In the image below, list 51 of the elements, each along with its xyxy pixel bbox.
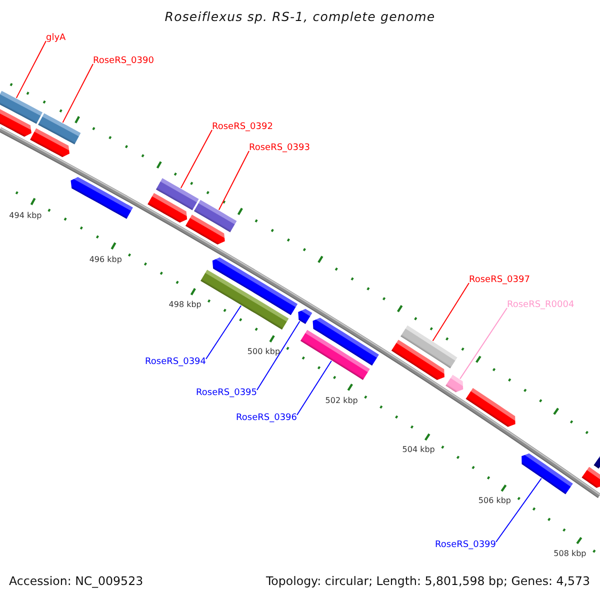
gene-bar <box>38 113 81 144</box>
leader-line <box>16 40 46 98</box>
gene-label: RoseRS_0397 <box>469 275 530 286</box>
genome-stats-note: Topology: circular; Length: 5,801,598 bp; Genes: 4,573 <box>266 574 590 588</box>
gene-label: RoseRS_0392 <box>212 122 273 133</box>
gene-label: RoseRS_0396 <box>236 413 297 424</box>
tick-label: 506 kbp <box>478 496 511 506</box>
pointed-gene-bar <box>148 192 188 223</box>
tick-label: 500 kbp <box>247 347 280 358</box>
pointed-gene-bar <box>446 374 464 392</box>
gene-bar <box>200 270 289 330</box>
accession-note: Accession: NC_009523 <box>9 574 144 588</box>
leader-line <box>218 150 250 210</box>
gene-bar <box>156 178 199 210</box>
leader-line <box>206 305 242 360</box>
tick-label: 498 kbp <box>168 300 202 310</box>
gene-label: RoseRS_R0004 <box>507 300 574 311</box>
leader-line <box>460 308 508 380</box>
gene-bar <box>0 90 43 124</box>
gene-label: RoseRS_0394 <box>145 357 206 368</box>
pointed-gene-bar <box>582 466 600 488</box>
tick-label: 496 kbp <box>89 254 122 265</box>
leader-line <box>62 64 94 124</box>
pointed-gene-bar <box>212 257 298 316</box>
pointed-gene-bar <box>391 340 444 380</box>
pointed-gene-bar <box>70 176 133 219</box>
gene-label: glyA <box>46 33 66 44</box>
leader-line <box>496 478 542 542</box>
tick-label: 502 kbp <box>325 396 358 406</box>
gene-bar <box>194 200 237 232</box>
leader-line <box>256 320 300 390</box>
gene-label: RoseRS_0390 <box>93 56 154 67</box>
gene-bar <box>594 454 600 469</box>
pointed-gene-bar <box>466 388 516 427</box>
tick-label: 504 kbp <box>402 445 435 456</box>
pointed-gene-bar <box>522 453 573 494</box>
gene-bar <box>300 330 370 380</box>
pointed-gene-bar <box>185 214 225 245</box>
gene-label: RoseRS_0399 <box>435 540 496 551</box>
tick-label: 494 kbp <box>9 210 42 221</box>
pointed-gene-bar <box>312 318 379 366</box>
gene-label: RoseRS_0395 <box>196 388 257 399</box>
pointed-gene-bar <box>0 109 32 137</box>
pointed-gene-bar <box>298 308 312 324</box>
map-title: Roseiflexus sp. RS-1, complete genome <box>164 9 436 24</box>
leader-line <box>180 130 212 189</box>
leader-line <box>432 282 470 342</box>
gene-label: RoseRS_0393 <box>249 143 310 154</box>
gene-bar <box>400 325 458 368</box>
pointed-gene-bar <box>30 128 70 158</box>
tick-label: 508 kbp <box>554 548 586 559</box>
